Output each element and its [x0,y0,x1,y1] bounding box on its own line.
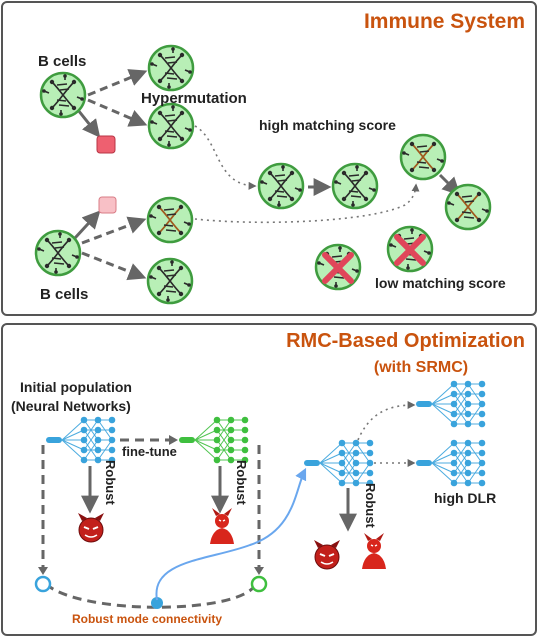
b-cells-top-label: B cells [38,53,86,70]
immune-dotted-paths [194,125,420,224]
dna-icon [146,196,194,244]
dna-icon [146,257,194,305]
robust-label-3: Robust [363,483,378,528]
rmc-title-line2: (with SRMC) [374,359,468,376]
dna-icon [444,183,492,231]
antigen-icon [96,135,116,154]
rmc-title-line1: RMC-Based Optimization [286,330,525,352]
high-dlr-label: high DLR [434,490,496,506]
endpoint-node [34,575,52,593]
selection-curve [155,467,307,601]
immune-dashed-arrows [81,69,332,281]
dna-icon [399,133,447,181]
dna-icon [147,102,195,150]
hypermutation-label: Hypermutation [141,90,247,107]
low-matching-label: low matching score [375,275,506,291]
initial-population-line1: Initial population [20,379,132,395]
robust-arrows [81,466,357,532]
endpoint-node [250,575,268,593]
fine-tune-label: fine-tune [122,444,177,459]
dna-icon [257,162,305,210]
robust-label-2: Robust [234,460,249,505]
immune-title: Immune System [364,10,525,33]
mode-arrowheads [38,435,264,575]
rmc-panel [1,323,537,636]
dna-icon [34,229,82,277]
initial-population-line2: (Neural Networks) [11,398,131,414]
antigen-icon [98,196,117,214]
b-cells-bottom-label: B cells [40,286,88,303]
dna-icon [39,71,87,119]
robust-mode-connectivity-label: Robust mode connectivity [72,612,222,626]
robust-label-1: Robust [103,460,118,505]
dna-icon [331,162,379,210]
high-matching-label: high matching score [259,117,396,133]
midpoint-node [151,597,163,609]
high-dlr-paths [357,401,416,467]
mode-connectivity-path [41,438,261,609]
immune-panel [1,1,537,316]
dna-icon [147,44,195,92]
